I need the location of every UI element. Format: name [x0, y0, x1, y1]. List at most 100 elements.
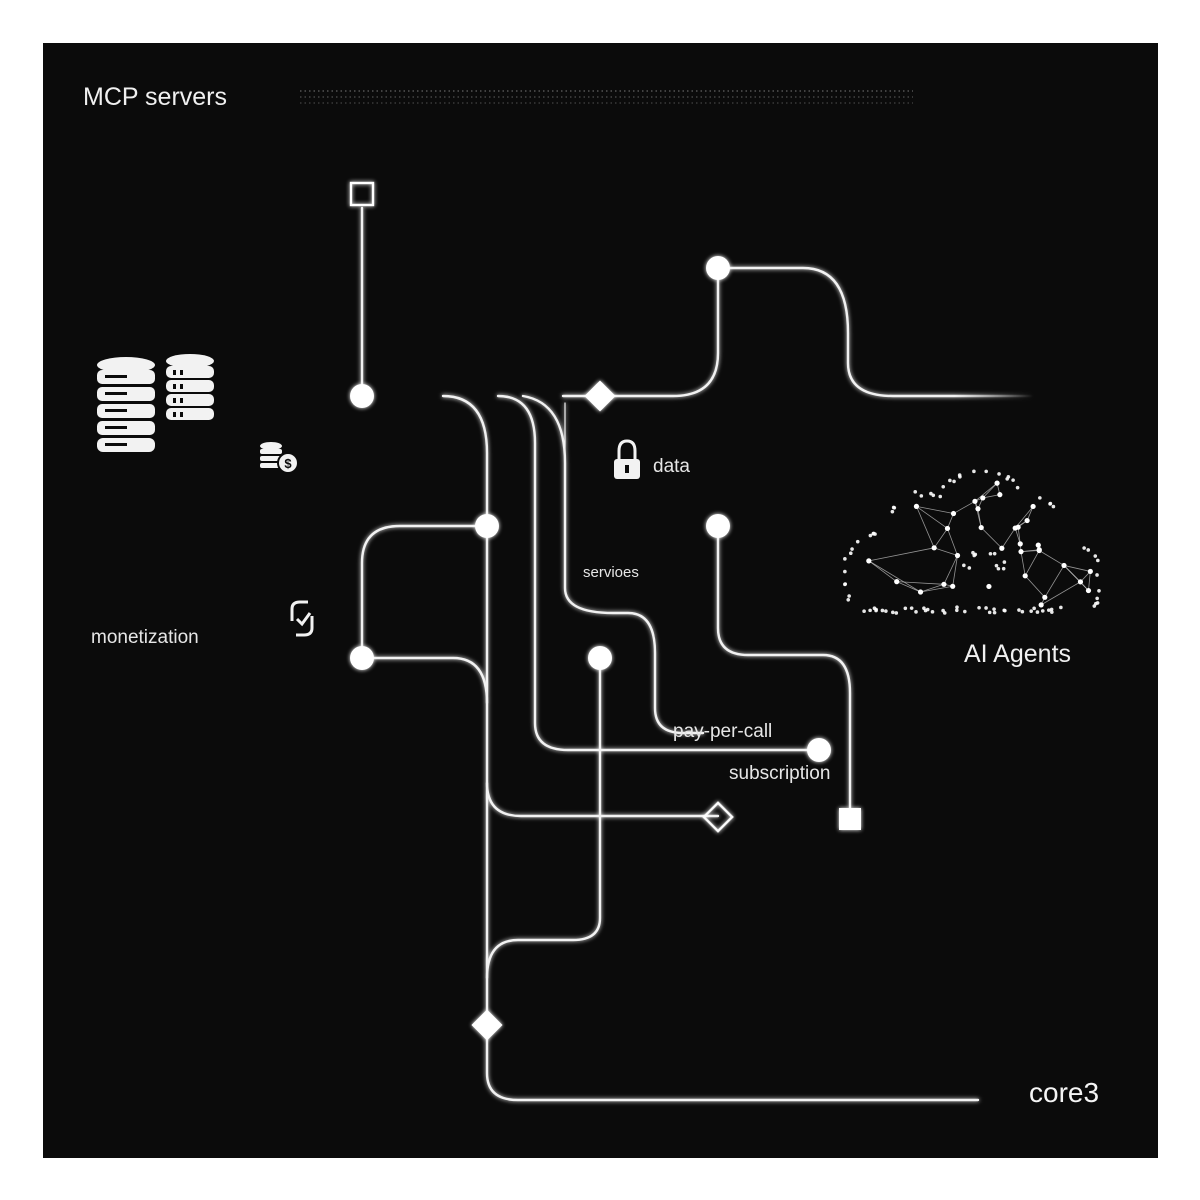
cloud-network-node: [975, 506, 981, 512]
cloud-outline-dot: [967, 566, 972, 570]
cloud-outline-dot: [1038, 496, 1042, 500]
pay-per-call-label: pay-per-call: [673, 721, 773, 742]
cloud-outline-dot: [1046, 608, 1051, 612]
bus-node-left: [350, 384, 374, 408]
cloud-outline-dot: [1005, 477, 1009, 481]
pay-per-call-node: [807, 738, 831, 762]
svg-text:$: $: [284, 456, 292, 471]
cloud-network-link: [947, 513, 954, 529]
center-node: [588, 646, 612, 670]
cloud-network-link: [1020, 550, 1040, 553]
cloud-outline-dot: [1096, 558, 1100, 563]
cloud-outline-dot: [1049, 607, 1054, 612]
cloud-network-node: [950, 583, 956, 589]
bottom-diamond-node: [471, 1009, 503, 1041]
cloud-outline-dot: [843, 582, 847, 587]
cloud-outline-dot: [903, 606, 908, 611]
cloud-outline-dot: [938, 494, 943, 499]
cloud-network-node: [1085, 587, 1092, 594]
cloud-network-link: [1014, 506, 1034, 529]
cloud-network-link: [1014, 527, 1021, 544]
cloud-network-node: [978, 524, 984, 531]
cloud-network-node: [931, 545, 937, 551]
cloud-outline-dot: [952, 479, 956, 484]
cloud-outline-dot: [984, 606, 988, 610]
cloud-outline-dot: [850, 547, 854, 551]
cloud-outline-dot: [848, 551, 853, 556]
cloud-outline-dot: [1002, 560, 1007, 564]
monetization-loop-line: [360, 524, 489, 660]
cloud-outline-dot: [1095, 573, 1099, 577]
branch-line-a: [441, 394, 980, 1102]
cloud-outline-dot: [973, 552, 978, 557]
connector-lines: [96, 136, 1035, 1102]
cloud-outline-dot: [1035, 610, 1040, 614]
cloud-network-link: [916, 506, 935, 548]
cloud-network-node: [1018, 549, 1024, 555]
cloud-outline-dot: [1020, 609, 1025, 614]
nodes: [350, 256, 861, 1041]
cloud-outline-dot: [984, 469, 988, 474]
branch-line-b: [496, 394, 821, 752]
cloud-network-link: [1020, 551, 1026, 576]
right-node: [706, 514, 730, 538]
cloud-outline-dot: [913, 490, 918, 494]
cloud-network-link: [933, 528, 948, 549]
cloud-outline-dot: [931, 493, 936, 498]
top-loop-line: [716, 266, 1035, 398]
cloud-outline-dot: [987, 610, 992, 615]
cloud-outline-dot: [997, 472, 1001, 476]
services-line: [521, 394, 705, 735]
cloud-network-node: [954, 552, 961, 559]
cloud-network-link: [868, 547, 935, 562]
cloud-network-link: [953, 500, 976, 514]
cloud-outline-dot: [880, 608, 885, 613]
cloud-network-link: [868, 560, 897, 582]
cloud-network-node: [980, 495, 986, 501]
cloud-outline-dot: [1092, 604, 1097, 608]
cloud-network-node: [950, 510, 957, 517]
cloud-network-link: [952, 555, 958, 587]
coins-dollar-icon: $: [260, 442, 299, 474]
diagram-canvas: $ MCP servers data servioes monetization…: [43, 43, 1158, 1158]
cloud-network-node: [1024, 517, 1030, 524]
cloud-network-link: [868, 560, 921, 593]
sync-check-icon: [290, 600, 314, 637]
cloud-network-link: [1063, 565, 1081, 583]
cloud-network-link: [920, 583, 945, 593]
cloud-network-node: [944, 525, 951, 532]
cloud-network-node: [866, 558, 872, 564]
main-bus-line-right: [561, 266, 720, 398]
cloud-outline-dot: [862, 609, 866, 613]
monetization-node: [350, 646, 374, 670]
cloud-network-link: [1040, 581, 1081, 606]
cloud-outline-dot: [972, 469, 976, 474]
cloud-outline-dot: [1017, 608, 1021, 612]
cloud-outline-dot: [1093, 554, 1098, 558]
cloud-network-node: [1022, 573, 1028, 579]
cloud-network-link: [974, 482, 998, 502]
cloud-outline-dot: [1001, 566, 1006, 571]
cloud-outline-dot: [855, 539, 860, 544]
cloud-network-node: [1087, 568, 1093, 575]
cloud-network-node: [986, 583, 992, 590]
cloud-network-node: [1036, 547, 1042, 554]
cloud-outline-dot: [988, 551, 993, 556]
cloud-outline-dot: [958, 474, 962, 479]
cloud-network-node: [941, 581, 947, 587]
cloud-outline-dot: [992, 610, 997, 615]
cloud-outline-dot: [843, 557, 847, 561]
cloud-outline-dot: [996, 566, 1001, 571]
cloud-network-link: [1044, 565, 1065, 598]
top-square-node: [349, 181, 375, 207]
cloud-outline-dot: [948, 478, 952, 483]
cloud-outline-dot: [1040, 609, 1045, 613]
cloud-network-link: [980, 527, 1003, 549]
cloud-network-node: [1042, 594, 1048, 600]
cloud-network-icon: [843, 469, 1101, 615]
database-stack-icon: [97, 354, 214, 452]
cloud-outline-dot: [891, 505, 896, 510]
lock-icon: [614, 439, 640, 479]
cloud-outline-dot: [909, 606, 914, 610]
cloud-network-node: [1017, 541, 1023, 547]
